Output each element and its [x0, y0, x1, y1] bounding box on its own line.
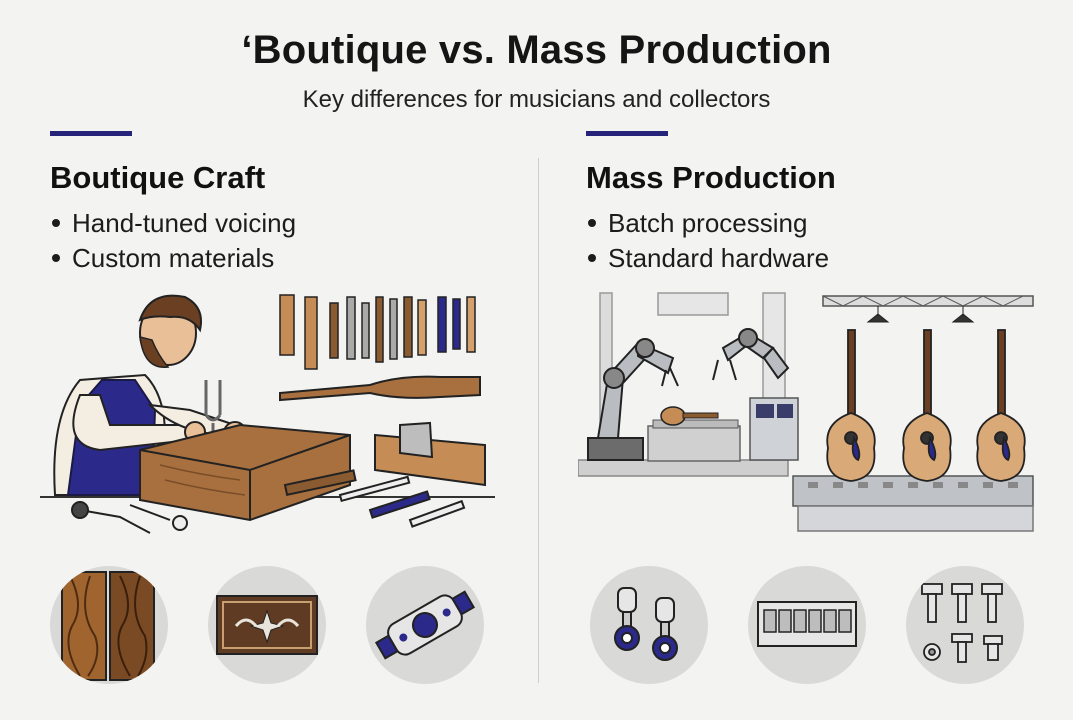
list-item: Batch processing	[586, 206, 829, 241]
boutique-bullets: Hand-tuned voicing Custom materials	[50, 206, 296, 276]
screws-icon	[906, 566, 1024, 684]
factory-robots-illustration	[578, 292, 1034, 532]
list-item: Custom materials	[50, 241, 296, 276]
bridge-hardware-icon	[366, 566, 484, 684]
inlay-plaque-icon	[208, 566, 326, 684]
bridge-saddles-icon	[748, 566, 866, 684]
bullet-icon	[588, 254, 596, 263]
bullet-icon	[588, 219, 596, 228]
page-title: ‘Boutique vs. Mass Production	[241, 28, 832, 72]
mass-heading: Mass Production	[586, 160, 836, 195]
list-item: Hand-tuned voicing	[50, 206, 296, 241]
bullet-icon	[52, 254, 60, 263]
craftsman-illustration	[40, 294, 495, 534]
column-divider	[538, 158, 539, 683]
tuning-pegs-icon	[590, 566, 708, 684]
bullet-icon	[52, 219, 60, 228]
mass-bullets: Batch processing Standard hardware	[586, 206, 829, 276]
page-subtitle: Key differences for musicians and collec…	[302, 86, 771, 113]
list-item: Standard hardware	[586, 241, 829, 276]
boutique-heading: Boutique Craft	[50, 160, 266, 195]
wood-grain-icon	[50, 566, 168, 684]
accent-bar-right	[586, 131, 668, 136]
accent-bar-left	[50, 131, 132, 136]
